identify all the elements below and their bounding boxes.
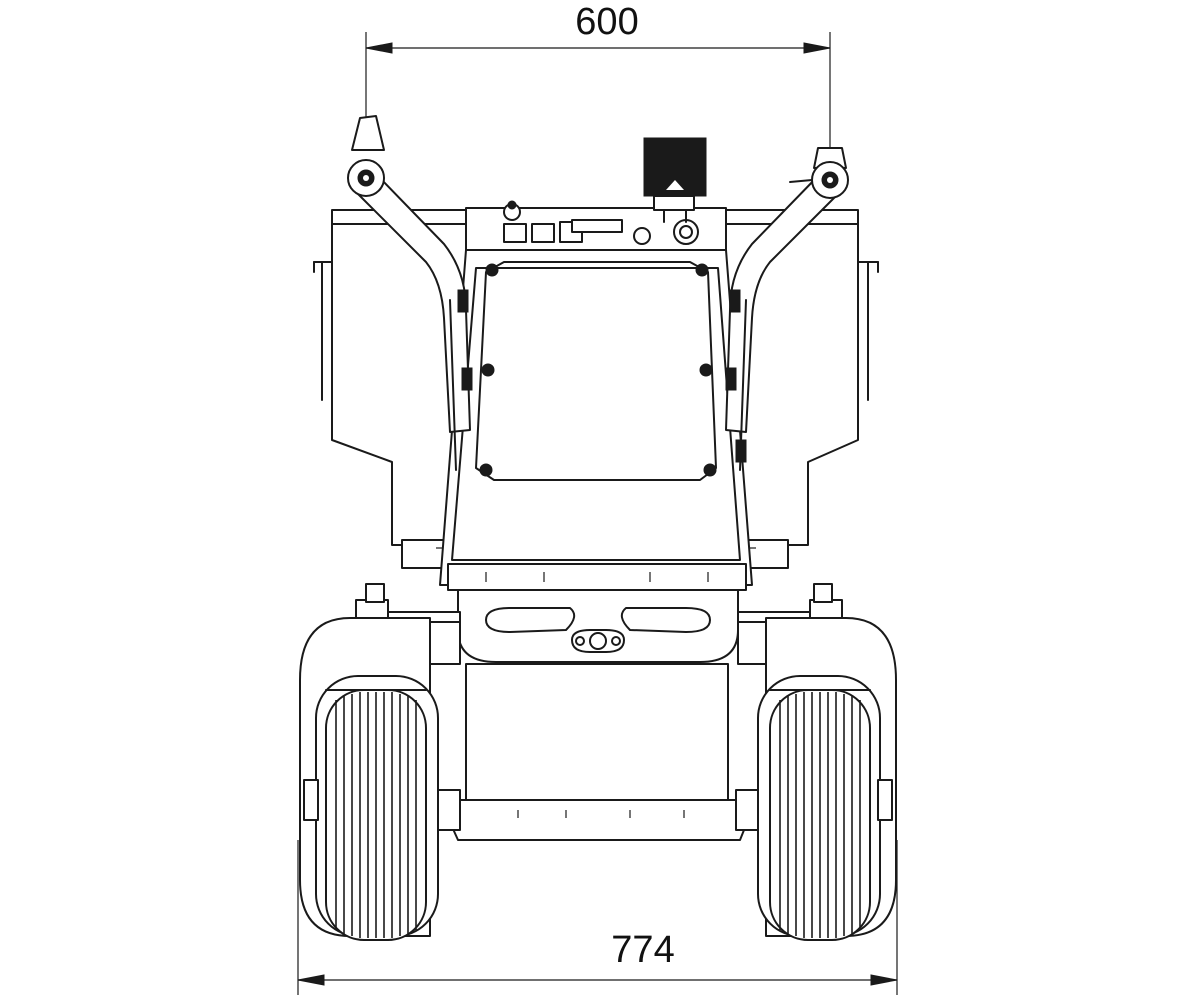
right-handle-arm <box>725 147 849 471</box>
bottom-dimension-label: 774 <box>611 929 674 971</box>
front-bumper <box>447 563 747 663</box>
dashboard-controls <box>503 200 699 245</box>
right-wheel <box>757 617 897 941</box>
left-wheel-tread <box>335 692 417 938</box>
right-wheel-tread <box>779 692 861 938</box>
lamp-box <box>643 137 707 223</box>
top-dimension: 600 <box>365 1 831 150</box>
left-handle-arm <box>347 115 473 471</box>
chassis <box>433 663 763 841</box>
bottom-dimension: 774 <box>297 840 898 995</box>
left-wheel <box>299 617 439 941</box>
top-dimension-label: 600 <box>575 1 638 43</box>
control-tower <box>439 207 753 586</box>
